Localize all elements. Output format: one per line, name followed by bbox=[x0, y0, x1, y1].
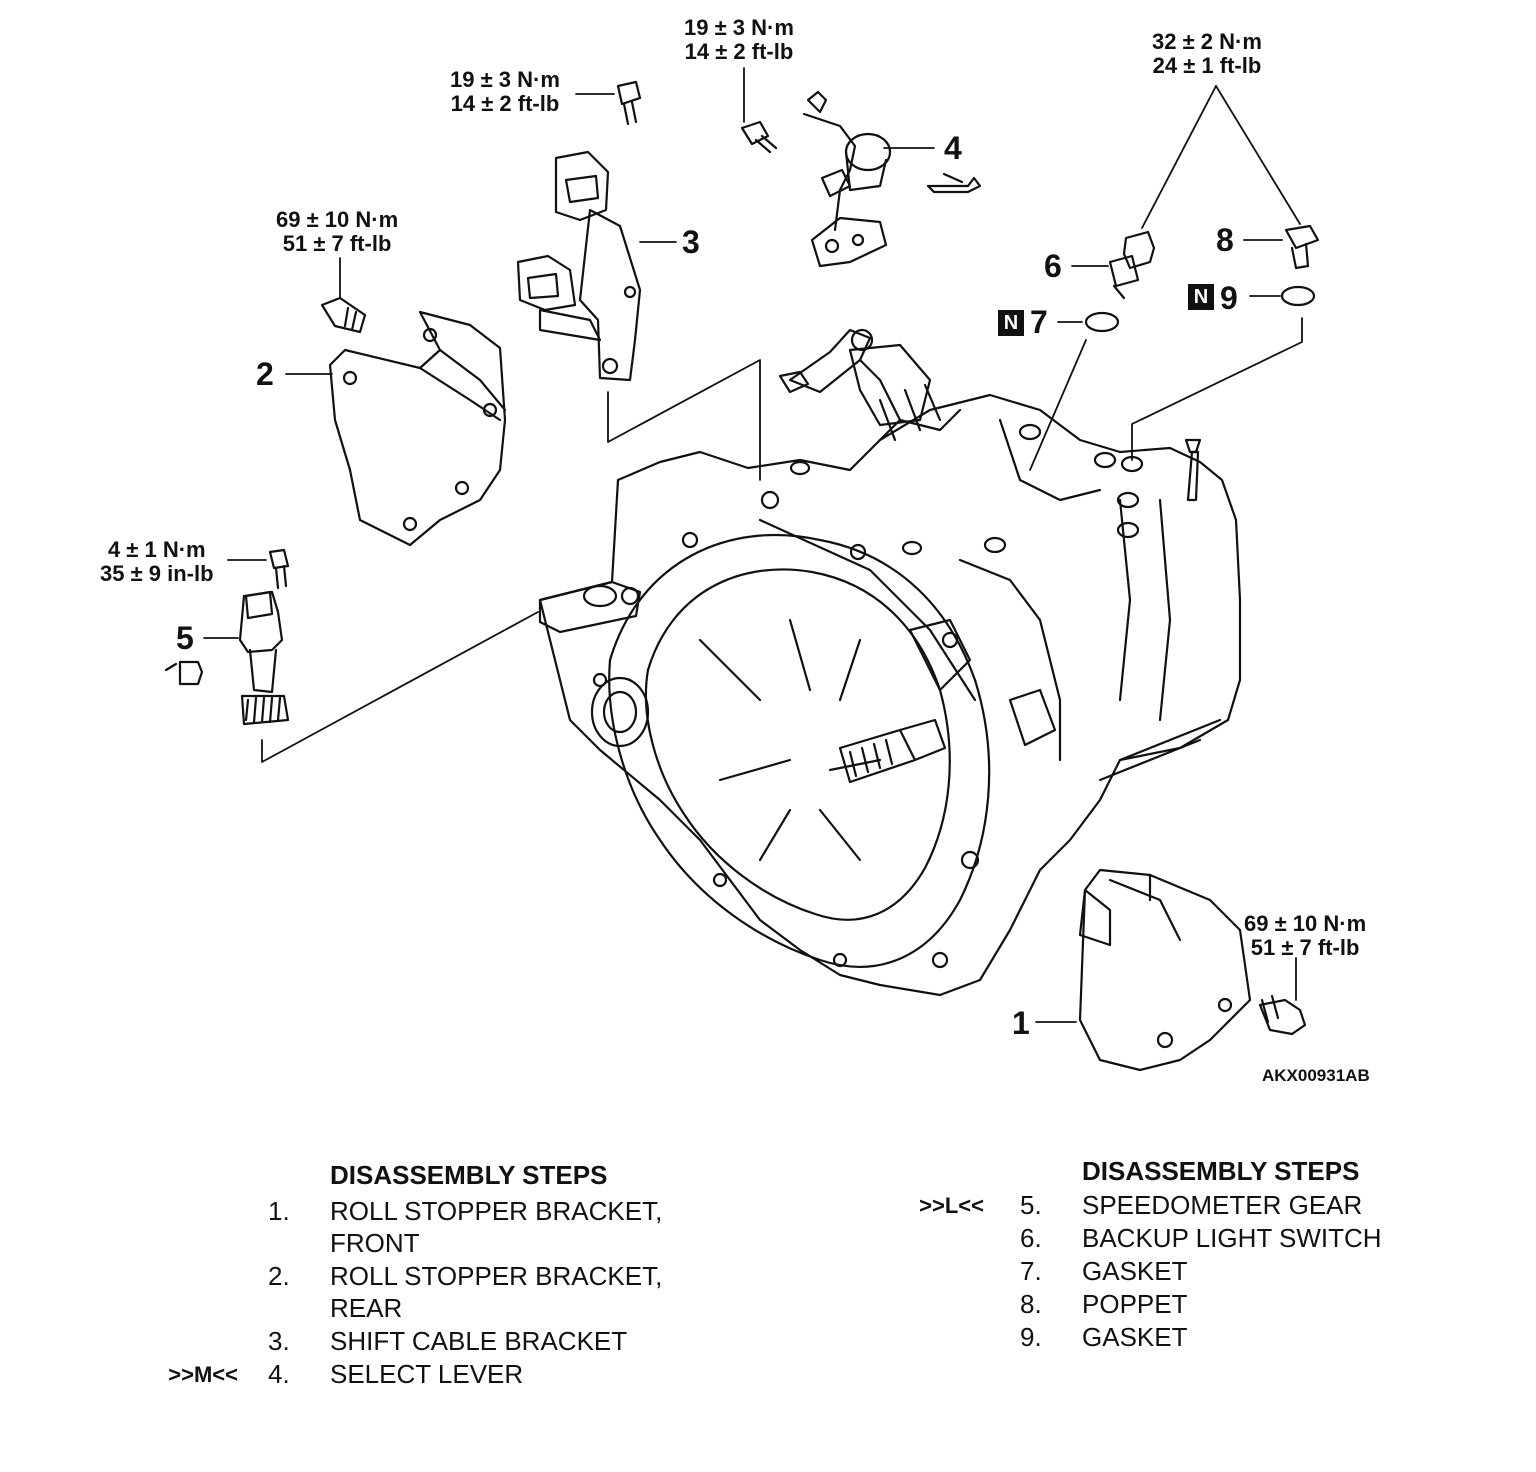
torque-imperial: 51 ± 7 ft-lb bbox=[1250, 935, 1360, 960]
step-number: 8. bbox=[1020, 1289, 1042, 1319]
steps-right-title: DISASSEMBLY STEPS bbox=[1082, 1156, 1360, 1186]
torque-metric: 32 ± 2 N·m bbox=[1152, 29, 1262, 54]
torque-spec-shift-bracket-bolt: 19 ± 3 N·m 14 ± 2 ft-lb bbox=[450, 68, 560, 116]
torque-imperial: 24 ± 1 ft-lb bbox=[1152, 53, 1262, 78]
callout-9: 9 bbox=[1220, 280, 1238, 316]
step-3: 3. SHIFT CABLE BRACKET bbox=[0, 1325, 760, 1357]
callout-3: 3 bbox=[682, 224, 700, 260]
step-number: 1. bbox=[268, 1196, 290, 1226]
torque-metric: 69 ± 10 N·m bbox=[276, 207, 399, 232]
torque-imperial: 14 ± 2 ft-lb bbox=[684, 39, 794, 64]
step-number: 7. bbox=[1020, 1256, 1042, 1286]
callout-4: 4 bbox=[944, 130, 962, 166]
select-lever-art bbox=[740, 90, 982, 268]
torque-imperial: 14 ± 2 ft-lb bbox=[450, 91, 560, 116]
step-text-line: GASKET bbox=[1082, 1256, 1188, 1286]
speedometer-gear-art bbox=[164, 548, 290, 726]
step-8: 8. POPPET bbox=[760, 1288, 1520, 1320]
step-text-line: FRONT bbox=[330, 1228, 420, 1258]
step-number: 2. bbox=[268, 1261, 290, 1291]
transaxle-housing bbox=[538, 328, 1242, 997]
callout-7: 7 bbox=[1030, 304, 1048, 340]
step-text-line: SELECT LEVER bbox=[330, 1359, 524, 1389]
step-number: 6. bbox=[1020, 1223, 1042, 1253]
callout-8: 8 bbox=[1216, 222, 1234, 258]
procedure-mark: >>M<< bbox=[168, 1362, 238, 1387]
torque-spec-bracket-front: 69 ± 10 N·m 51 ± 7 ft-lb bbox=[1244, 912, 1366, 960]
gasket-7-art bbox=[1084, 311, 1120, 333]
leader-lines bbox=[203, 67, 1303, 1023]
step-text-line: REAR bbox=[330, 1293, 403, 1323]
torque-metric: 19 ± 3 N·m bbox=[450, 67, 560, 92]
step-text-line: SPEEDOMETER GEAR bbox=[1082, 1190, 1363, 1220]
step-5: >>L<< 5. SPEEDOMETER GEAR bbox=[760, 1189, 1520, 1221]
step-2: 2. ROLL STOPPER BRACKET, REAR bbox=[0, 1260, 760, 1324]
torque-metric: 19 ± 3 N·m bbox=[684, 15, 794, 40]
torque-spec-speedometer-bolt: 4 ± 1 N·m 35 ± 9 in-lb bbox=[100, 538, 214, 586]
figure-id: AKX00931AB bbox=[1262, 1066, 1370, 1085]
step-text-line: ROLL STOPPER BRACKET, bbox=[330, 1196, 663, 1226]
step-text-line: GASKET bbox=[1082, 1322, 1188, 1352]
torque-imperial: 35 ± 9 in-lb bbox=[100, 561, 214, 586]
procedure-mark: >>L<< bbox=[919, 1193, 984, 1218]
step-7: 7. GASKET bbox=[760, 1255, 1520, 1287]
poppet-art bbox=[1284, 224, 1320, 270]
step-number: 9. bbox=[1020, 1322, 1042, 1352]
callout-6: 6 bbox=[1044, 248, 1062, 284]
step-1: 1. ROLL STOPPER BRACKET, FRONT bbox=[0, 1195, 760, 1259]
shift-cable-bracket-art bbox=[516, 80, 642, 382]
n-mark-9: N bbox=[1188, 284, 1214, 310]
step-text-line: POPPET bbox=[1082, 1289, 1188, 1319]
step-number: 3. bbox=[268, 1326, 290, 1356]
callout-1: 1 bbox=[1012, 1005, 1030, 1041]
roll-stopper-bracket-front-art bbox=[1078, 868, 1307, 1072]
roll-stopper-bracket-rear-art bbox=[320, 296, 507, 547]
steps-left-title: DISASSEMBLY STEPS bbox=[330, 1160, 608, 1190]
torque-metric: 4 ± 1 N·m bbox=[107, 537, 206, 562]
callout-2: 2 bbox=[256, 356, 274, 392]
step-4: >>M<< 4. SELECT LEVER bbox=[0, 1358, 760, 1390]
torque-metric: 69 ± 10 N·m bbox=[1244, 911, 1367, 936]
step-9: 9. GASKET bbox=[760, 1321, 1520, 1353]
torque-spec-select-lever-bolt: 19 ± 3 N·m 14 ± 2 ft-lb bbox=[684, 16, 794, 64]
torque-spec-switch-poppet: 32 ± 2 N·m 24 ± 1 ft-lb bbox=[1152, 30, 1262, 78]
step-number: 5. bbox=[1020, 1190, 1042, 1220]
step-text-line: ROLL STOPPER BRACKET, bbox=[330, 1261, 663, 1291]
torque-imperial: 51 ± 7 ft-lb bbox=[282, 231, 392, 256]
n-mark-7: N bbox=[998, 310, 1024, 336]
backup-light-switch-art bbox=[1108, 230, 1156, 300]
step-text-line: BACKUP LIGHT SWITCH bbox=[1082, 1223, 1382, 1253]
callout-5: 5 bbox=[176, 620, 194, 656]
step-text-line: SHIFT CABLE BRACKET bbox=[330, 1326, 628, 1356]
step-6: 6. BACKUP LIGHT SWITCH bbox=[760, 1222, 1520, 1254]
gasket-9-art bbox=[1280, 285, 1316, 307]
step-number: 4. bbox=[268, 1359, 290, 1389]
torque-spec-bracket-rear: 69 ± 10 N·m 51 ± 7 ft-lb bbox=[276, 208, 398, 256]
